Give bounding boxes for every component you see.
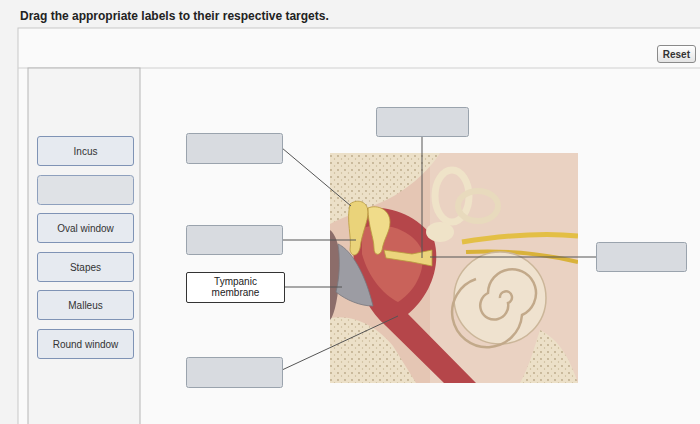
label-bank-panel (28, 68, 140, 424)
drop-target (187, 226, 283, 255)
nerve (462, 234, 578, 242)
temporal-bone (520, 330, 578, 383)
label-chip: Stapes (37, 252, 134, 282)
drop-target (377, 108, 469, 137)
label-text: Round window (53, 339, 119, 350)
placed-label: Tympanic membrane (186, 272, 285, 303)
label-text: Tympanic membrane (201, 277, 270, 298)
vestibule (426, 222, 454, 242)
label-text: Stapes (70, 262, 101, 273)
leader-line (430, 257, 596, 258)
label-chip: Malleus (37, 290, 134, 320)
semicircular-canal (458, 191, 498, 221)
exercise-frame (18, 28, 700, 424)
incus-bone (368, 207, 390, 255)
label-text: Oval window (57, 223, 114, 234)
label-chip: Round window (37, 329, 134, 359)
cochlea-spiral (452, 269, 536, 347)
leader-line (282, 148, 351, 206)
label-chip: Oval window (37, 213, 134, 243)
leader-line (282, 240, 356, 241)
malleus-bone (349, 201, 368, 255)
leader-line (285, 287, 342, 288)
ear-illustration (330, 153, 578, 383)
label-text: Incus (74, 146, 98, 157)
instruction-title: Drag the appropriate labels to their res… (20, 9, 329, 23)
leader-line (282, 316, 398, 370)
label-text: Malleus (68, 300, 102, 311)
tissue (330, 153, 578, 383)
ear-canal (330, 230, 340, 320)
reset-button: Reset (657, 45, 696, 63)
drop-target (597, 243, 687, 272)
drop-target (187, 134, 283, 164)
stapes-bone (384, 250, 432, 266)
inner-tissue (430, 153, 578, 383)
label-chip: Incus (37, 136, 134, 166)
leader-line (422, 136, 423, 258)
label-text: Reset (663, 49, 690, 60)
drop-target (187, 358, 283, 388)
middle-ear-cavity (362, 225, 423, 302)
empty-chip (38, 176, 134, 205)
